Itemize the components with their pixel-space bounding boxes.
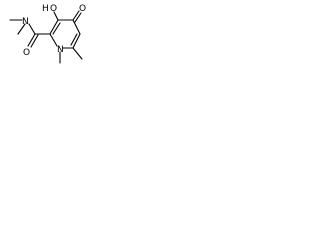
bond-c6-methyl (72, 47, 83, 60)
bond-c5-c6 (72, 33, 81, 49)
bond-amide-co (27, 33, 36, 47)
bond-c5-c6-double (70, 33, 78, 46)
bond-amide-n-methyl-down (17, 23, 26, 35)
bond-c3-oh (53, 11, 59, 21)
bond-c2-c3-double (52, 22, 61, 35)
carbonyl-oxygen-label: O (79, 4, 86, 14)
bond-c4-o-double (74, 12, 82, 23)
amide-oxygen-label: O (23, 48, 30, 58)
bond-amide-co-double (30, 34, 39, 48)
structure-diagram: O H O N N O (9, 4, 86, 64)
amide-nitrogen-label: N (22, 17, 29, 27)
bond-c4-c5 (72, 19, 81, 35)
hydroxyl-oxygen-label: O (50, 4, 57, 14)
ring-nitrogen-label: N (57, 45, 64, 55)
hydroxyl-hydrogen-label: H (42, 4, 49, 14)
bond-c2-c3 (49, 19, 59, 35)
bond-c4-o (72, 10, 80, 21)
bond-amide-cn (28, 23, 36, 35)
bond-n1-c2 (49, 33, 58, 47)
